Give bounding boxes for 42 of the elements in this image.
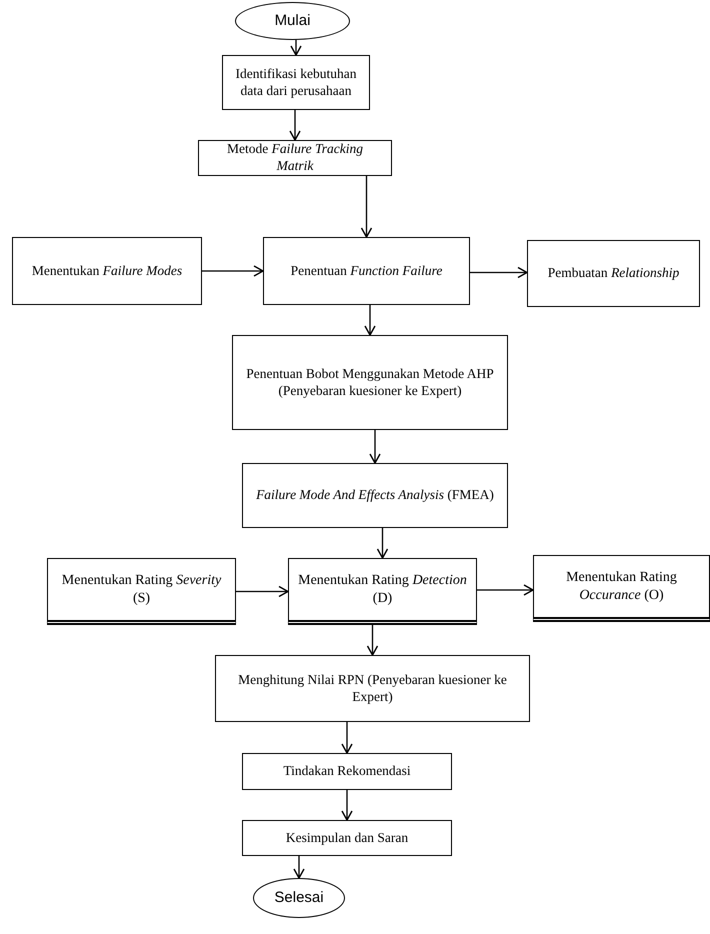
arrow <box>366 625 378 656</box>
process-box <box>242 820 452 856</box>
node-text: Menentukan Failure Modes <box>32 262 182 280</box>
node-text: Menghitung Nilai RPN (Penyebaran kuesioner ke Expert) <box>237 672 508 706</box>
process-box <box>12 237 202 305</box>
node-text: Identifikasi kebutuhan data dari perusahaan <box>234 66 358 100</box>
arrow <box>293 856 305 879</box>
arrow <box>341 790 353 821</box>
arrow <box>369 430 381 464</box>
arrow <box>470 266 528 278</box>
arrow <box>289 110 301 141</box>
process-box <box>288 558 477 625</box>
process-box <box>527 240 700 307</box>
node-text: Penentuan Bobot Menggunakan Metode AHP (Penyebaran kuesioner ke Expert) <box>245 366 495 400</box>
process-box <box>242 753 452 790</box>
process-box <box>232 335 508 430</box>
node-text: Menentukan Rating Occurance (O) <box>565 569 678 604</box>
arrow <box>236 586 289 598</box>
process-box <box>263 237 470 305</box>
node-text: Menentukan Rating Severity (S) <box>60 572 222 607</box>
node-text: Penentuan Function Failure <box>290 262 442 280</box>
process-box <box>47 558 236 625</box>
node-text: Tindakan Rekomendasi <box>283 763 411 780</box>
arrow <box>290 40 302 56</box>
node-text: Mulai <box>274 12 310 30</box>
process-box <box>242 463 508 528</box>
node-text: Failure Mode And Effects Analysis (FMEA) <box>256 487 494 504</box>
process-box <box>198 140 392 176</box>
process-box <box>222 55 370 110</box>
arrow <box>477 584 534 596</box>
node-text: Kesimpulan dan Saran <box>286 830 408 846</box>
process-box <box>215 655 530 722</box>
process-box <box>533 555 710 622</box>
arrow <box>376 528 388 559</box>
arrow <box>202 265 264 277</box>
arrow <box>364 305 376 336</box>
node-text: Menentukan Rating Detection (D) <box>297 572 468 607</box>
arrow <box>360 176 372 238</box>
arrow <box>341 722 353 754</box>
node-text: Selesai <box>274 888 324 908</box>
node-text: Metode Failure Tracking Matrik <box>226 141 364 175</box>
node-text: Pembuatan Relationship <box>548 265 680 282</box>
